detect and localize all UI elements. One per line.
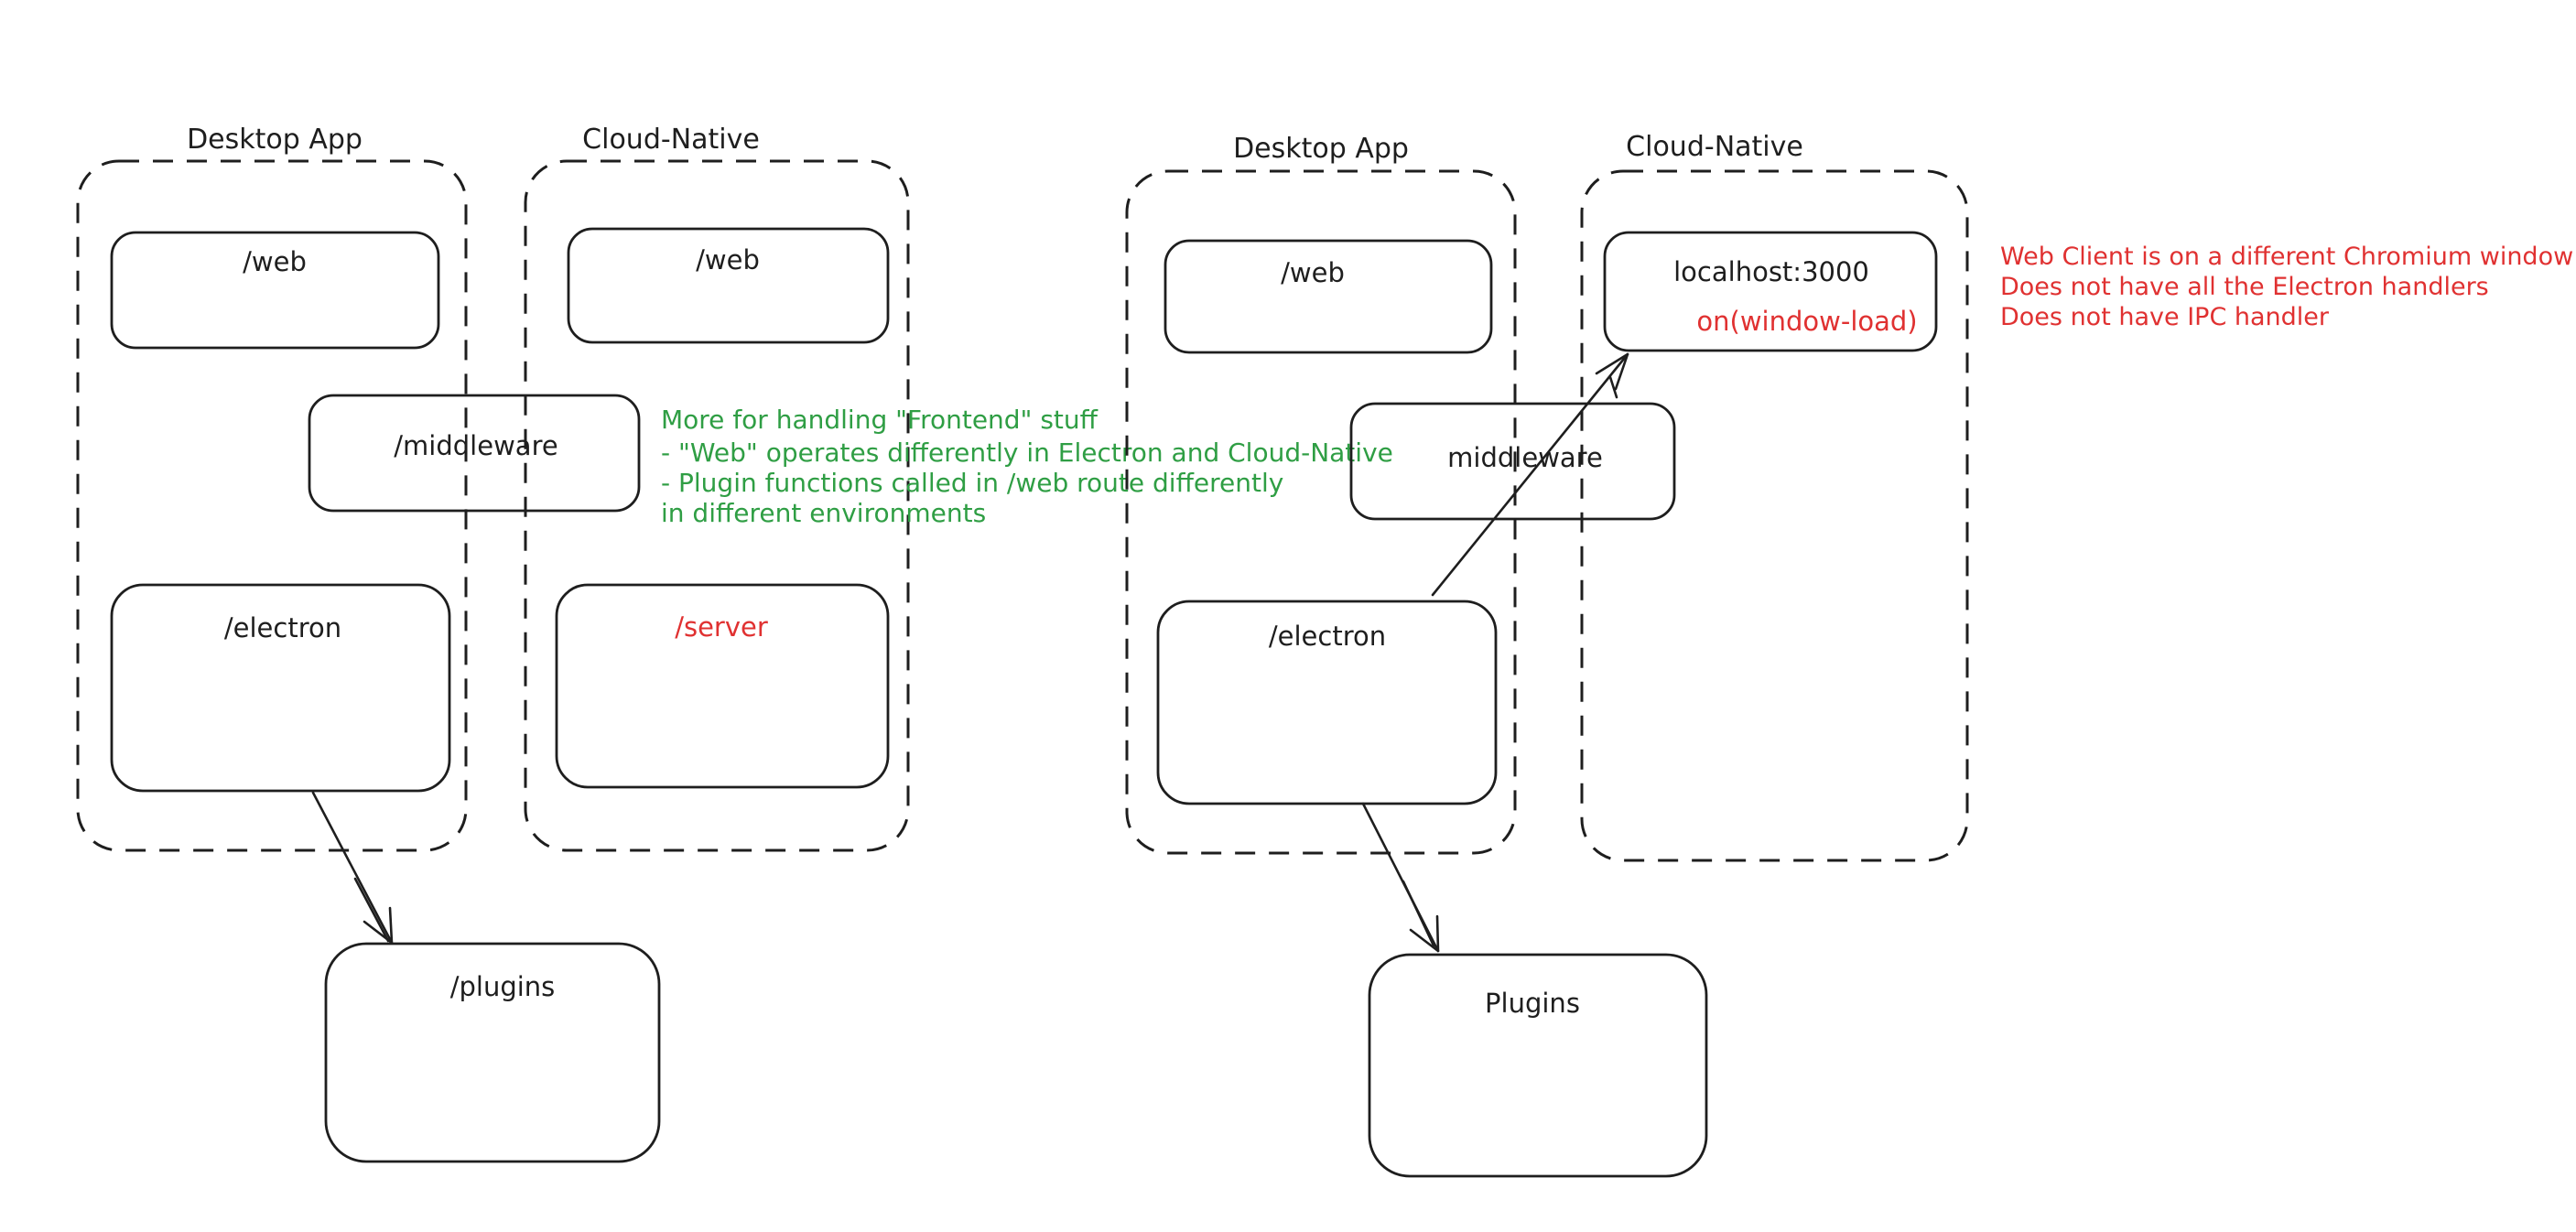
green-note-line-1: More for handling "Frontend" stuff: [661, 405, 1099, 435]
right-arrow-down-sketch-stroke: [1402, 880, 1435, 947]
left-green-note: More for handling "Frontend" stuff - "We…: [661, 405, 1393, 528]
right-middleware-box-label: middleware: [1447, 442, 1603, 473]
red-note-line-1: Web Client is on a different Chromium wi…: [2000, 243, 2573, 271]
right-web-box: [1164, 239, 1493, 354]
left-diagram: Desktop App Cloud-Native /web /web /midd…: [76, 124, 1393, 1163]
left-electron-box-label: /electron: [224, 612, 341, 643]
right-plugins-box-label: Plugins: [1485, 988, 1580, 1019]
right-web-box-label: /web: [1281, 257, 1345, 288]
left-arrow-sketch-stroke: [353, 877, 390, 943]
right-electron-box: [1156, 600, 1498, 805]
left-server-box-label: /server: [675, 611, 768, 643]
left-web-box-cloud: [567, 227, 890, 344]
left-desktop-app-label: Desktop App: [187, 124, 363, 156]
left-server-box: [555, 583, 890, 789]
left-plugins-box-label: /plugins: [450, 971, 556, 1002]
right-arrow-electron-to-localhost: [1431, 352, 1629, 597]
green-note-line-4: in different environments: [661, 498, 986, 528]
right-diagram: Desktop App Cloud-Native /web localhost:…: [1125, 131, 2573, 1178]
right-arrow-up-sketch-stroke: [1608, 375, 1618, 399]
red-note-line-2: Does not have all the Electron handlers: [2000, 273, 2489, 301]
right-on-window-load-label: on(window-load): [1696, 306, 1917, 337]
left-web-box-cloud-label: /web: [696, 244, 760, 276]
left-middleware-box: [308, 394, 641, 513]
right-cloud-native-container: [1580, 169, 1969, 862]
left-arrow-electron-to-plugins: [311, 791, 394, 945]
left-cloud-native-label: Cloud-Native: [582, 124, 760, 156]
green-note-line-2: - "Web" operates differently in Electron…: [661, 438, 1393, 468]
right-localhost-box: [1603, 231, 1938, 352]
left-plugins-box: [324, 942, 661, 1163]
right-electron-box-label: /electron: [1269, 621, 1386, 652]
right-desktop-app-container: [1125, 169, 1517, 855]
left-desktop-app-container: [76, 159, 468, 852]
right-desktop-app-label: Desktop App: [1233, 133, 1409, 165]
left-web-box-desktop: [110, 231, 440, 350]
right-localhost-box-label: localhost:3000: [1673, 256, 1869, 287]
right-middleware-box: [1349, 402, 1676, 521]
right-arrowhead-up: [1595, 352, 1629, 391]
right-plugins-box: [1368, 953, 1708, 1178]
left-middleware-box-label: /middleware: [394, 430, 557, 461]
left-web-box-desktop-label: /web: [243, 246, 307, 277]
right-arrowhead-down: [1409, 914, 1440, 953]
right-red-note: Web Client is on a different Chromium wi…: [2000, 243, 2573, 331]
red-note-line-3: Does not have IPC handler: [2000, 303, 2330, 331]
left-electron-box: [110, 583, 451, 793]
green-note-line-3: - Plugin functions called in /web route …: [661, 468, 1283, 498]
right-cloud-native-label: Cloud-Native: [1626, 131, 1803, 163]
left-cloud-native-container: [524, 159, 910, 852]
